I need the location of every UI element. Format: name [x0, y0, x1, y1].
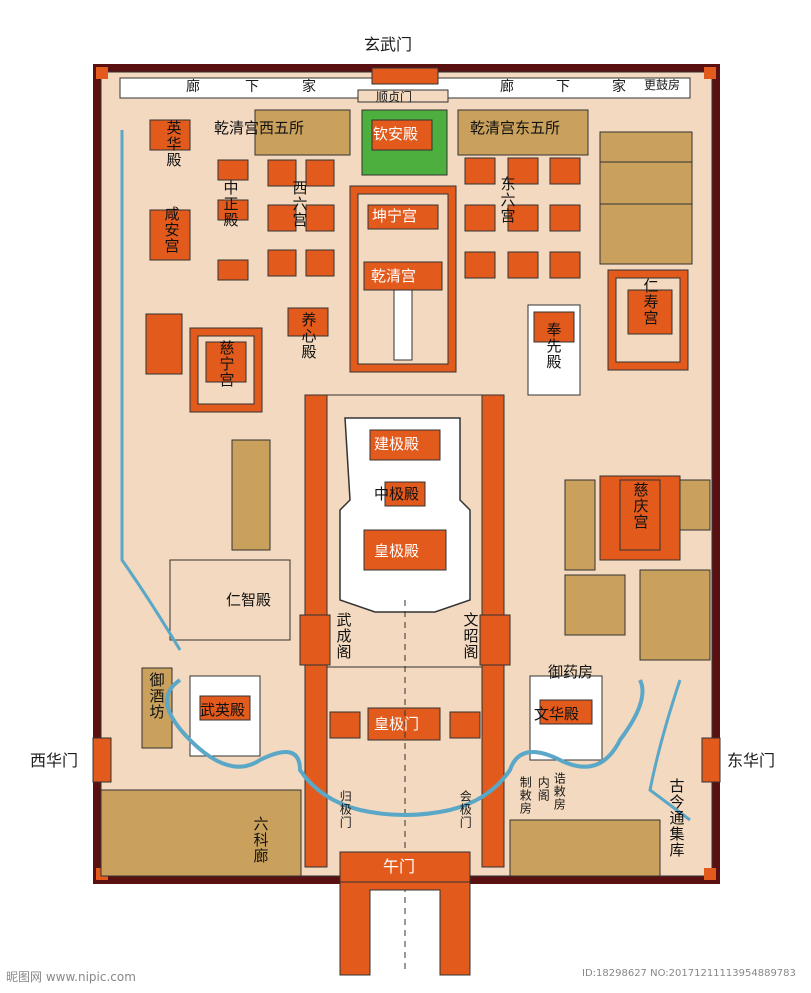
shunzhen-gate-label: 顺贞门: [376, 90, 413, 104]
renzhi-hall-label: 仁智殿: [226, 591, 272, 609]
inner-court-walkway: [393, 289, 413, 361]
cining-side-building: [145, 313, 183, 375]
inner-golden-water: [165, 678, 645, 817]
corridor-east-3: 家: [612, 79, 626, 95]
corridor-west-3: 家: [302, 79, 316, 95]
yujiu-workshop: [141, 667, 173, 749]
yangxin-hall-label: 养心殿: [299, 312, 318, 360]
gengu-room-label: 更鼓房: [644, 78, 681, 92]
zuoye-gate-label: 左掖门: [414, 902, 429, 941]
west-water-channel: [120, 130, 182, 651]
cining-palace-building: [205, 341, 247, 383]
qianqing-palace-building: [363, 261, 443, 291]
huangji-gate-label: 皇极门: [374, 715, 420, 733]
wucheng-pavilion: [299, 614, 331, 666]
guji-gate-label: 归极门: [338, 790, 353, 829]
gaochi-room-label: 诰敕房: [552, 772, 567, 811]
cining-palace-label: 慈宁宫: [217, 340, 236, 388]
zhichi-room-label: 制敕房: [518, 776, 533, 815]
wuying-hall-building: [199, 695, 251, 721]
xihua-gate-label: 西华门: [30, 751, 79, 770]
ciqing-palace-building: [619, 479, 661, 551]
east-north-storehouses: [599, 131, 693, 265]
fengxian-hall-label: 奉先殿: [544, 322, 563, 370]
jianji-hall-label: 建极殿: [374, 435, 420, 453]
renshou-palace-label: 仁寿宫: [641, 278, 660, 326]
west-six-palaces-label: 西六宫: [290, 180, 309, 228]
corridor-east-1: 廊: [500, 79, 514, 95]
southeast-block: [509, 819, 661, 877]
west-tan-block: [231, 439, 271, 551]
wu-gate-label: 午门: [383, 857, 416, 876]
liuke-corridor-label: 六科廊: [251, 816, 270, 864]
qianqing-east-five: [457, 109, 589, 156]
xihua-gate-building: [92, 737, 112, 783]
yinghua-hall-label: 英华殿: [164, 120, 183, 168]
corridor-west-1: 廊: [186, 79, 200, 95]
huangji-hall-label: 皇极殿: [374, 542, 420, 560]
qinan-hall-label: 钦安殿: [373, 125, 419, 143]
kunning-palace-building: [367, 204, 439, 230]
donghua-gate-building: [701, 737, 721, 783]
wenhua-hall-label: 文华殿: [534, 705, 580, 723]
yuyao-room-label: 御药房: [548, 663, 594, 681]
wenhua-hall-building: [539, 699, 593, 725]
kunning-palace-label: 坤宁宫: [372, 207, 418, 225]
huangji-gate-building: [367, 707, 441, 741]
zhongji-hall-building: [384, 481, 426, 507]
youye-gate-label: 右掖门: [376, 902, 391, 941]
gujin-library-label: 古今通集库: [667, 778, 686, 858]
wucheng-pavilion-label: 武成阁: [334, 612, 353, 660]
huangji-gate-west-wing: [329, 711, 361, 739]
east-six-palaces-label: 东六宫: [498, 176, 517, 224]
qianqing-palace-label: 乾清宫: [371, 267, 417, 285]
donghua-gate-label: 东华门: [727, 751, 776, 770]
huangji-gate-east-wing: [449, 711, 481, 739]
west-six-palaces: [267, 159, 335, 277]
neige-label: 内阁: [536, 776, 551, 802]
qinan-hall-building: [371, 119, 433, 151]
qianqing-west-five-label: 乾清宫西五所: [214, 119, 305, 137]
ciqing-palace-label: 慈庆宫: [631, 482, 650, 530]
east-tan-blocks: [564, 479, 711, 661]
renshou-palace-building: [627, 289, 673, 335]
west-upper-buildings: [149, 119, 249, 281]
zhongzheng-hall-label: 中正殿: [221, 180, 240, 228]
east-six-palaces: [464, 157, 581, 279]
qianqing-east-five-label: 乾清宫东五所: [470, 119, 561, 137]
jianji-hall-building: [369, 429, 441, 461]
watermark-logo: 昵图网 www.nipic.com: [6, 970, 136, 984]
xuanwu-gate-label: 玄武门: [364, 35, 413, 54]
huangji-hall-building: [363, 529, 447, 571]
corridor-west-2: 下: [245, 79, 259, 95]
liuke-corridor-block: [100, 789, 302, 877]
corridor-east-2: 下: [556, 79, 570, 95]
xuanwu-gate-building: [371, 67, 439, 85]
zhongji-hall-label: 中极殿: [374, 485, 420, 503]
yujiu-workshop-label: 御酒坊: [147, 672, 166, 720]
watermark-id: ID:18298627 NO:20171211113954889783: [582, 968, 796, 979]
qianqing-west-five: [254, 109, 351, 156]
wuying-hall-label: 武英殿: [200, 701, 246, 719]
renzhi-hall-area: [169, 559, 291, 641]
east-water-channel: [648, 679, 691, 822]
xian-an-palace-label: 咸安宫: [162, 206, 181, 254]
shunzhen-gate-building: [357, 89, 449, 103]
corner-towers: [96, 67, 716, 880]
wu-gate-u-wings: [339, 881, 471, 976]
yangxin-hall-building: [287, 307, 329, 337]
wenzhao-pavilion: [479, 614, 511, 666]
huiji-gate-label: 会极门: [458, 790, 473, 829]
wenzhao-pavilion-label: 文昭阁: [461, 612, 480, 660]
fengxian-hall-building: [533, 311, 575, 343]
